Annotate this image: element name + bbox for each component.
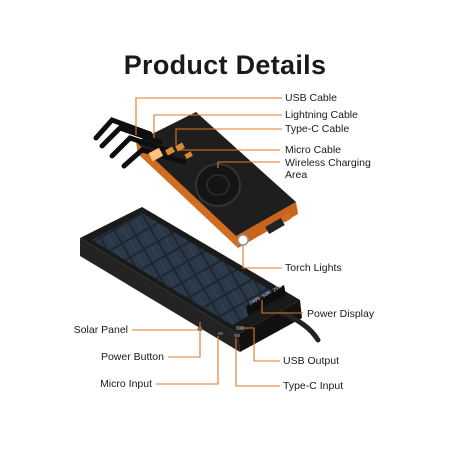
- label-usb-output: USB Output: [283, 355, 340, 367]
- label-micro-input: Micro Input: [100, 378, 152, 390]
- label-type-c-input: Type-C Input: [283, 380, 344, 392]
- label-power-display: Power Display: [307, 308, 375, 320]
- label-lightning-cable: Lightning Cable: [285, 109, 358, 121]
- label-wireless-charging: Wireless Charging: [285, 157, 371, 169]
- label-usb-cable: USB Cable: [285, 92, 337, 104]
- solar-panel-surface: [92, 213, 282, 325]
- label-micro-cable: Micro Cable: [285, 144, 342, 156]
- leader-lines: [132, 97, 303, 387]
- label-type-c-cable: Type-C Cable: [285, 123, 350, 135]
- label-torch-lights: Torch Lights: [285, 262, 342, 274]
- label-solar-panel: Solar Panel: [73, 324, 128, 336]
- torch-light: [237, 234, 249, 246]
- usb-connector: [148, 147, 164, 162]
- type-c-input-port: [234, 334, 240, 337]
- micro-input-port: [218, 332, 223, 335]
- label-wireless-charging-area: Area: [285, 169, 308, 181]
- label-power-button: Power Button: [100, 351, 164, 363]
- page-title: Product Details: [123, 50, 327, 80]
